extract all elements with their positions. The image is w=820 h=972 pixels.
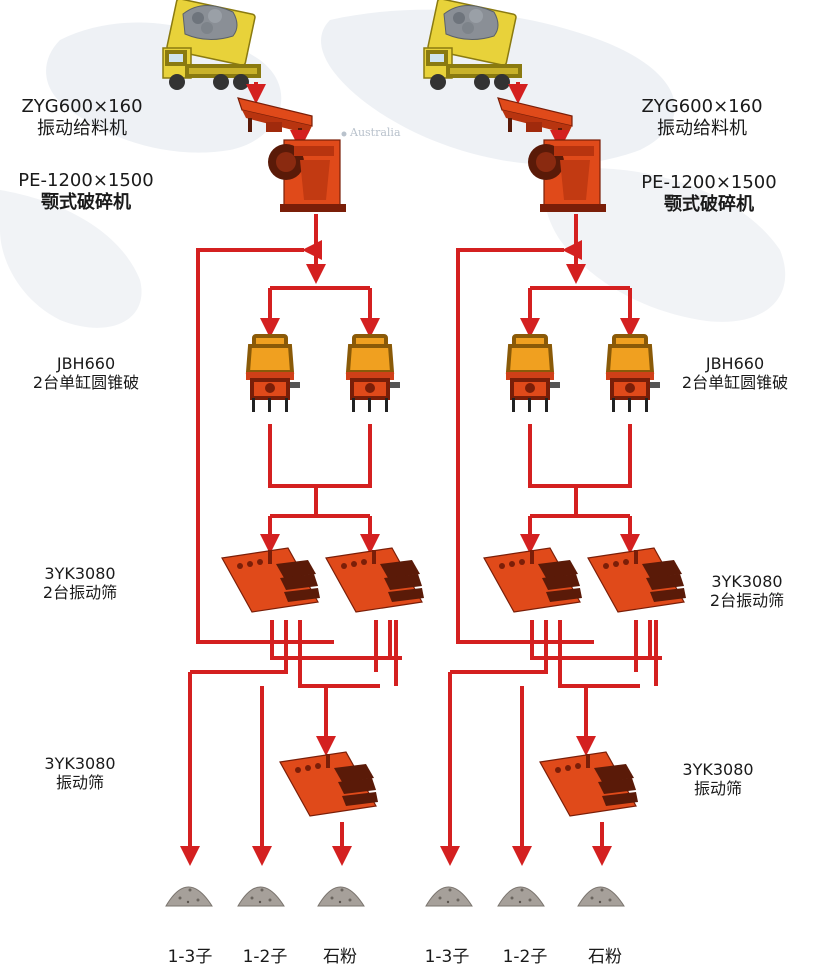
dump-truck-icon [423, 0, 521, 91]
product-pile-icon [237, 886, 285, 907]
product-label: 1-2子 [242, 947, 288, 967]
right-feeder-label: ZYG600×160 振动给料机 [622, 96, 782, 139]
jaw-name: 颚式破碎机 [664, 193, 754, 215]
right-jaw-label: PE-1200×1500 颚式破碎机 [624, 172, 794, 215]
product-label: 1-3子 [424, 947, 470, 967]
screen-name: 振动筛 [693, 779, 742, 799]
cone-crusher-icon [505, 335, 561, 413]
cone-crusher-icon [345, 335, 401, 413]
cone-output-merge [528, 424, 632, 488]
product-label: 石粉 [323, 947, 357, 967]
vibrating-screen-icon [587, 547, 687, 613]
product-label: 石粉 [588, 947, 622, 967]
right-screens-label: 3YK3080 2台振动筛 [680, 572, 814, 610]
product-label: 1-3子 [167, 947, 213, 967]
cone-name: 2台单缸圆锥破 [681, 373, 789, 393]
screen-outputs [190, 620, 402, 688]
map-landmass [0, 190, 142, 328]
vibrating-screen-icon [325, 547, 425, 613]
screens-model: 3YK3080 [44, 564, 116, 583]
recycle-return-line [456, 248, 594, 644]
jaw-model: PE-1200×1500 [18, 170, 154, 191]
left-feeder-label: ZYG600×160 振动给料机 [2, 96, 162, 139]
product-pile-icon [497, 886, 545, 907]
vibrating-screen-icon [221, 547, 321, 613]
product-pile-icon [577, 886, 625, 907]
to-screens-line [530, 486, 630, 518]
cone-model: JBH660 [705, 354, 765, 373]
right-production-line [423, 0, 687, 907]
dump-truck-icon [162, 0, 260, 91]
screens-model: 3YK3080 [711, 572, 783, 591]
to-screens-line [270, 486, 370, 518]
screen-name: 振动筛 [55, 773, 104, 793]
jaw-name: 颚式破碎机 [41, 191, 131, 213]
screen-model: 3YK3080 [44, 754, 116, 773]
cone-output-merge [268, 424, 372, 488]
final-vibrating-screen-icon [539, 751, 639, 817]
screen-model: 3YK3080 [682, 760, 754, 779]
left-cone-label: JBH660 2台单缸圆锥破 [2, 354, 170, 392]
screen-outputs [450, 620, 662, 688]
cone-crusher-icon [245, 335, 301, 413]
product-pile-icon [425, 886, 473, 907]
jaw-crusher-icon [527, 139, 607, 213]
jaw-crusher-icon [267, 139, 347, 213]
final-vibrating-screen-icon [279, 751, 379, 817]
cone-crusher-icon [605, 335, 661, 413]
product-pile-icon [165, 886, 213, 907]
feeder-model: ZYG600×160 [641, 96, 763, 117]
recycle-return-line [196, 248, 334, 644]
right-cone-label: JBH660 2台单缸圆锥破 [654, 354, 816, 392]
map-point-icon [341, 131, 347, 137]
screens-name: 2台振动筛 [42, 583, 118, 603]
map-label-australia: Australia [350, 126, 401, 139]
left-production-line [162, 0, 425, 907]
feeder-model: ZYG600×160 [21, 96, 143, 117]
left-screens-label: 3YK3080 2台振动筛 [10, 564, 150, 602]
product-label: 1-2子 [502, 947, 548, 967]
screens-name: 2台振动筛 [709, 591, 785, 611]
cone-model: JBH660 [56, 354, 116, 373]
feeder-name: 振动给料机 [657, 117, 747, 139]
product-pile-icon [317, 886, 365, 907]
feeder-name: 振动给料机 [37, 117, 127, 139]
jaw-model: PE-1200×1500 [641, 172, 777, 193]
right-screen-label: 3YK3080 振动筛 [658, 760, 778, 798]
left-screen-label: 3YK3080 振动筛 [20, 754, 140, 792]
cone-name: 2台单缸圆锥破 [32, 373, 140, 393]
left-jaw-label: PE-1200×1500 颚式破碎机 [2, 170, 170, 213]
vibrating-screen-icon [483, 547, 583, 613]
